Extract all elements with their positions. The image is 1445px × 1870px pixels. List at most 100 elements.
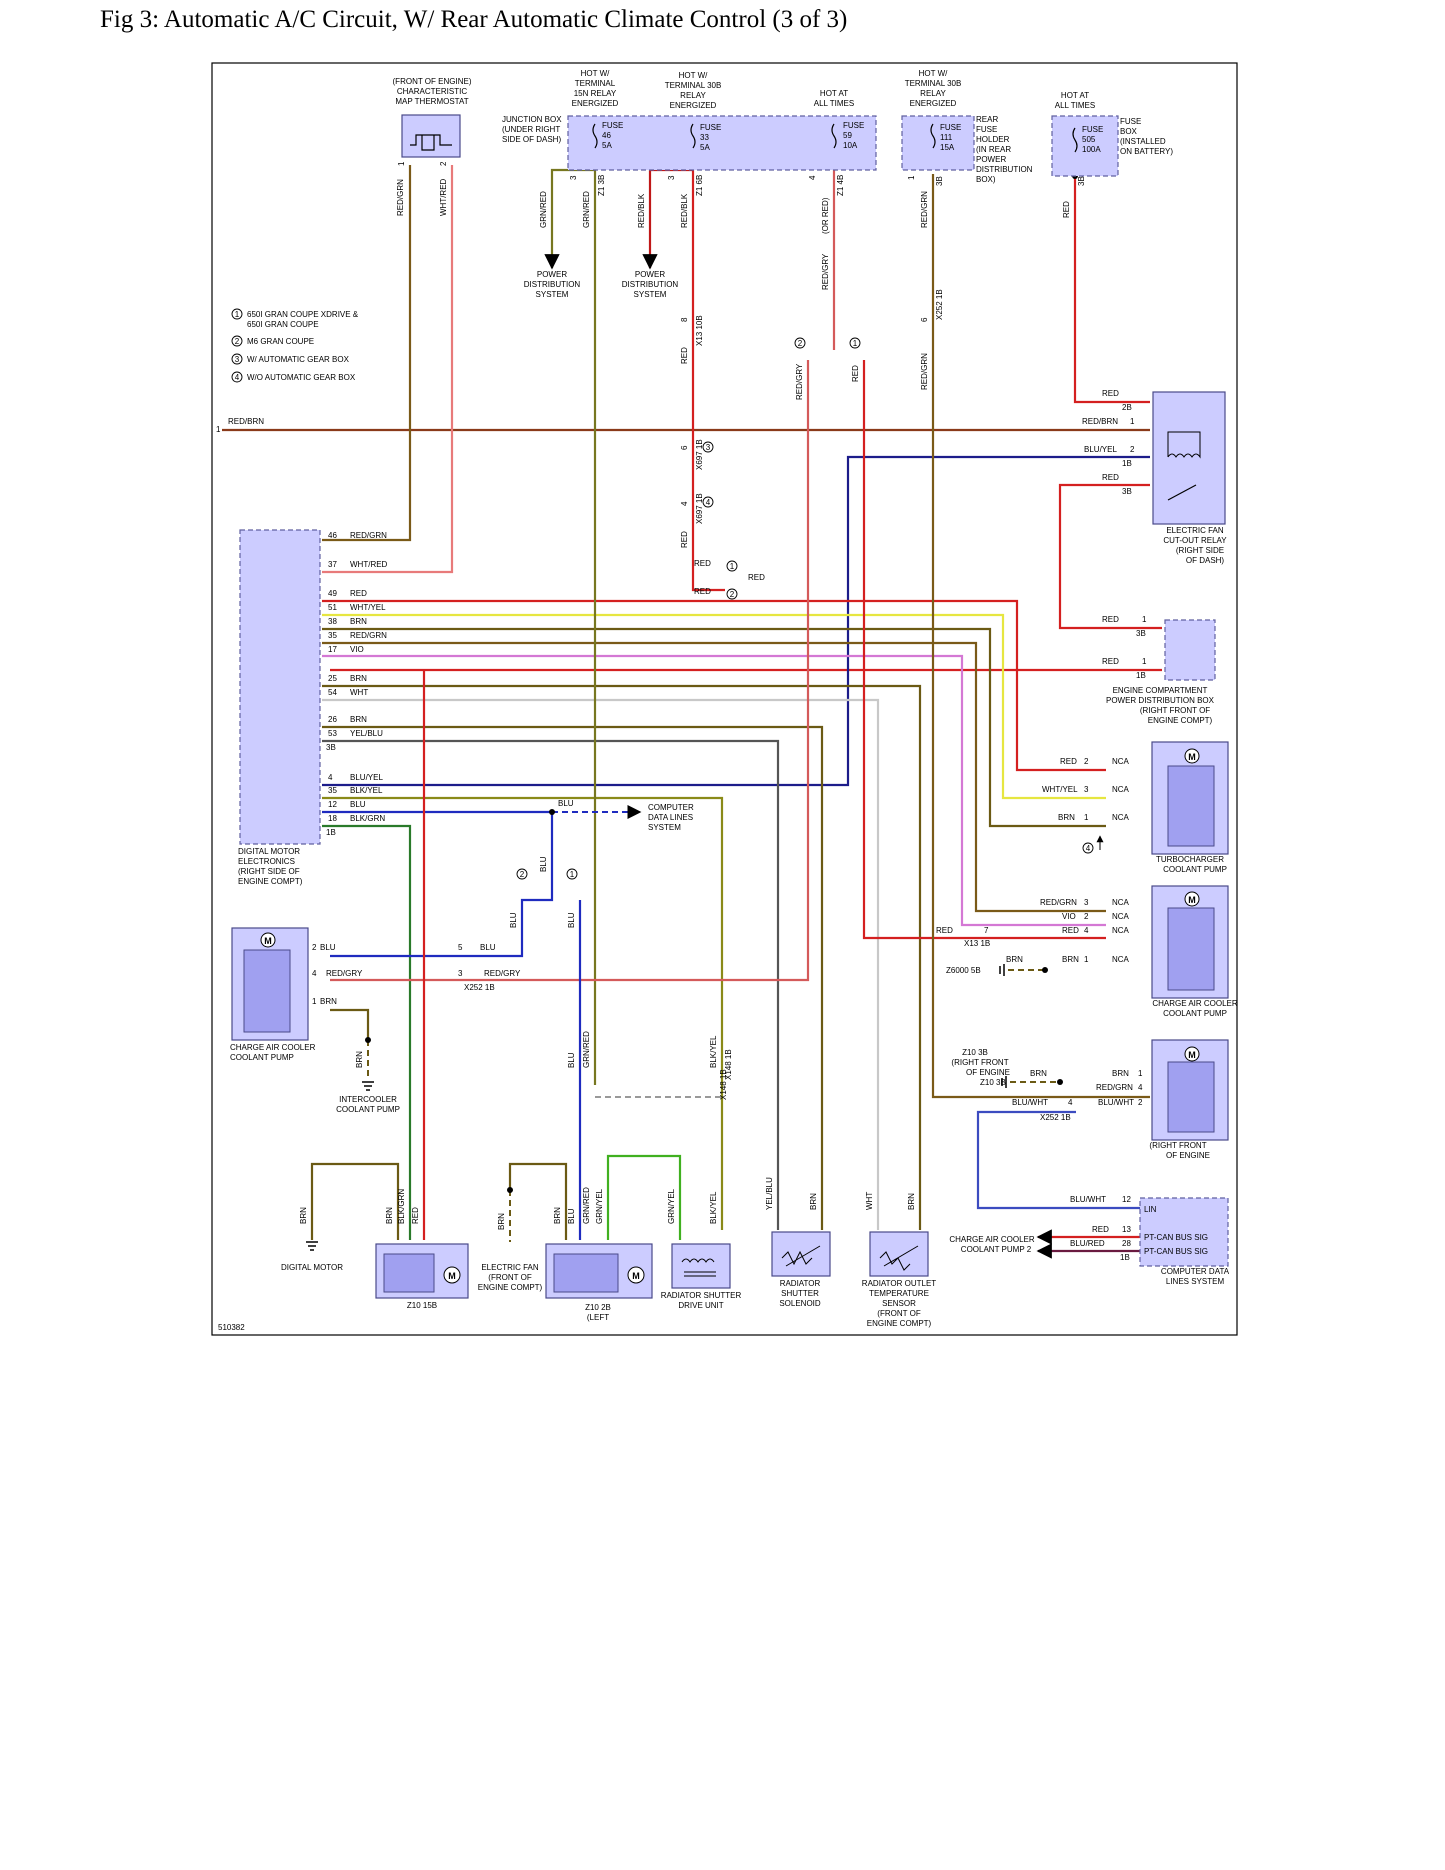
connector-label: 3B (1136, 629, 1146, 638)
rear-fuse-label: BOX) (976, 175, 996, 184)
vconnector-label: 3B (935, 176, 944, 186)
hot-label: RELAY (680, 91, 706, 100)
fusebox-label: ON BATTERY) (1120, 147, 1173, 156)
pin-label: 13 (1122, 1225, 1131, 1234)
vwire-label: RED (680, 347, 689, 364)
legend-circle (231, 353, 243, 365)
legend-num: 4 (235, 373, 240, 382)
hot-label: HOT AT (820, 89, 848, 98)
rsdu-label: (LEFT (587, 1313, 609, 1322)
wire-label: RED/GRY (326, 969, 363, 978)
dme-pin: 51 (328, 603, 337, 612)
wire-blu-yel (322, 455, 1150, 787)
dme-pin-wire: RED/GRN (350, 631, 387, 640)
hot-label: HOT W/ (679, 71, 709, 80)
wire-label: RED/GRN (1096, 1083, 1133, 1092)
rsdu-label: Z10 2B (585, 1303, 611, 1312)
nca-label: NCA (1112, 926, 1130, 935)
wire-grn-yel-drive (606, 1154, 682, 1240)
nca-label: NCA (1112, 785, 1130, 794)
vwire-label: BLK/GRN (397, 1189, 406, 1224)
pin-label: 1 (1138, 1069, 1143, 1078)
motor-icon (1184, 891, 1200, 907)
wire-brn-efan (310, 1162, 400, 1240)
fusebox-label: (INSTALLED (1120, 137, 1166, 146)
wire-label: RED (1102, 615, 1119, 624)
cdls1-label: DATA LINES (648, 813, 693, 822)
wire-label: RED (748, 573, 765, 582)
thermistor-icon (781, 1245, 821, 1267)
wire-label: BRN (1030, 1069, 1047, 1078)
vpin-label: 8 (680, 317, 689, 322)
fuse-label: FUSE (940, 123, 961, 132)
dme-pin: 38 (328, 617, 337, 626)
z10-2b-label: ELECTRIC FAN (481, 1263, 539, 1272)
vconnector-label: X148 1B (724, 1049, 733, 1080)
fuse-icon (930, 123, 936, 149)
dme-pin: 53 (328, 729, 337, 738)
pin-label: 1 (1142, 657, 1147, 666)
legend-text: W/ AUTOMATIC GEAR BOX (247, 355, 350, 364)
nca-label: NCA (1112, 813, 1130, 822)
ects-label: (FRONT OF (877, 1309, 921, 1318)
electric-fan-cutout-relay (1152, 391, 1226, 525)
vpin-label: 3 (667, 175, 676, 180)
digital-motor-electronics (239, 529, 321, 845)
option-num: 1 (730, 562, 735, 571)
fuse-label: 5A (700, 143, 710, 152)
lin-label: LIN (1144, 1205, 1157, 1214)
pin-label: 28 (1122, 1239, 1131, 1248)
vconnector-label: Z1 4B (836, 175, 845, 196)
rear-fuse-label: POWER (976, 155, 1006, 164)
vwire-label: RED/BLK (680, 193, 689, 228)
pin-label: 1 (1084, 813, 1089, 822)
dme-pin-wire: BLU (350, 800, 366, 809)
legend-circle (231, 371, 243, 383)
rss-label: RADIATOR SHUTTER (661, 1291, 742, 1300)
vwire-label: BRN (553, 1207, 562, 1224)
vpin-label: 4 (680, 501, 689, 506)
wire-red-grn-thermo (322, 165, 412, 542)
legend-num: 2 (235, 337, 240, 346)
solenoid-coil-icon (681, 1258, 716, 1277)
fuse-icon (1072, 127, 1078, 153)
vwire-label: RED (411, 1207, 420, 1224)
dme-pin-wire: BLK/YEL (350, 786, 383, 795)
relay-coil-icon (1167, 431, 1201, 459)
wire-brn-38 (322, 627, 1106, 828)
junction-box (567, 115, 877, 171)
hot-label: ENERGIZED (910, 99, 957, 108)
z10-3b-short: Z10 3B (980, 1078, 1006, 1087)
hot-label: HOT W/ (919, 69, 949, 78)
hot-label: ALL TIMES (814, 99, 854, 108)
vwire-label: RED/GRN (920, 353, 929, 390)
wire-brn-cacp (330, 1008, 370, 1040)
hot-label: TERMINAL 30B (905, 79, 962, 88)
wire-label: BLU (558, 799, 574, 808)
wire-label: RED (694, 587, 711, 596)
option-num: 2 (520, 870, 525, 879)
dme-pin: 4 (328, 773, 333, 782)
option-circle (794, 337, 806, 349)
vwire-label: GRN/RED (582, 1187, 591, 1224)
fuse-label: 10A (843, 141, 858, 150)
wire-label: BRN (1062, 955, 1079, 964)
map-thermostat (401, 114, 461, 158)
fuse-icon (831, 123, 837, 149)
cacp-label: CHARGE AIR COOLER (230, 1043, 316, 1052)
wire-label: BLU (480, 943, 496, 952)
wire-label: RED (694, 559, 711, 568)
ground-z10-3b-b (1001, 1076, 1007, 1088)
z10-3b-label: COOLANT PUMP (336, 1105, 400, 1114)
wire-label: RED (1102, 657, 1119, 666)
motor-glyph: M (448, 1271, 456, 1281)
wire-label: BLU/WHT (1070, 1195, 1106, 1204)
hot-label: ALL TIMES (1055, 101, 1095, 110)
dme2-label: COMPUTER DATA (1161, 1267, 1230, 1276)
motor-icon (1184, 1046, 1200, 1062)
vwire-label: (OR RED) (821, 197, 830, 234)
z10-3b-label: INTERCOOLER (339, 1095, 397, 1104)
dme-connector: 3B (326, 743, 336, 752)
thermostat-label: (FRONT OF ENGINE) (393, 77, 472, 86)
jbox-label: (UNDER RIGHT (502, 125, 560, 134)
